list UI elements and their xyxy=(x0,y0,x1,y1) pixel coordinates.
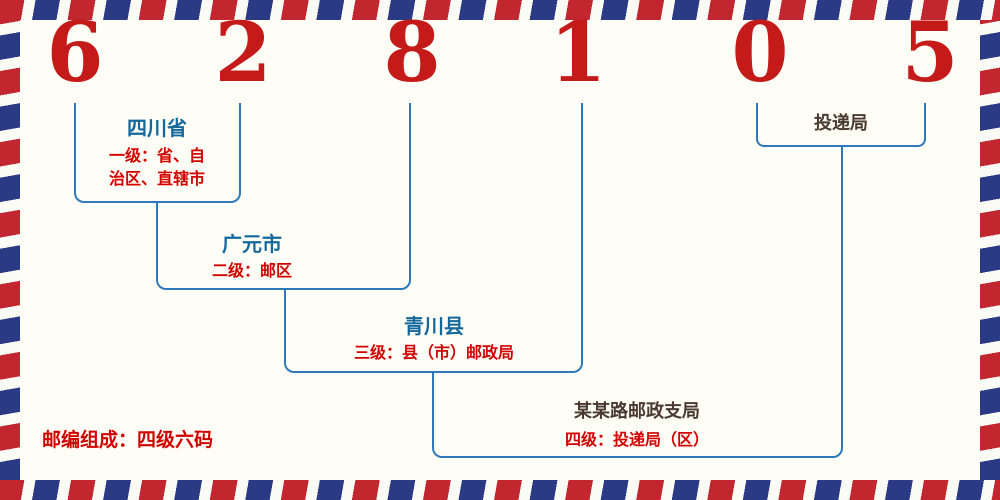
level1-description: 一级：省、自治区、直辖市 xyxy=(108,146,205,189)
postal-digit-4: 1 xyxy=(549,5,607,101)
postal-digit-3: 8 xyxy=(383,5,441,101)
level3-place-label: 青川县 xyxy=(404,314,464,338)
level2-bracket xyxy=(156,203,411,290)
level3-bracket xyxy=(284,290,583,373)
level4-place-label: 某某路邮政支局 xyxy=(574,401,700,422)
level3-description: 三级：县（市）邮政局 xyxy=(353,343,515,362)
postal-digit-1: 6 xyxy=(46,5,104,101)
level4-riser-line xyxy=(841,146,843,375)
level1-place-label: 四川省 xyxy=(127,116,187,140)
airmail-border-top xyxy=(0,0,1000,20)
airmail-border-left xyxy=(0,0,20,500)
level3-riser-line xyxy=(581,103,583,292)
airmail-border-right xyxy=(980,0,1000,500)
postal-digit-5: 0 xyxy=(731,5,789,101)
level4-bracket xyxy=(432,373,843,458)
postal-digit-2: 2 xyxy=(214,5,272,101)
level2-place-label: 广元市 xyxy=(222,232,282,256)
level4-description: 四级：投递局（区） xyxy=(564,430,710,449)
postal-digit-6: 5 xyxy=(901,5,959,101)
level2-riser-line xyxy=(409,103,411,205)
delivery-office-label: 投递局 xyxy=(814,113,868,134)
delivery-office-bracket xyxy=(756,103,926,147)
composition-note: 邮编组成：四级六码 xyxy=(42,429,214,451)
level1-bracket xyxy=(74,103,241,203)
airmail-border-bottom xyxy=(0,480,1000,500)
level2-description: 二级：邮区 xyxy=(211,261,293,280)
